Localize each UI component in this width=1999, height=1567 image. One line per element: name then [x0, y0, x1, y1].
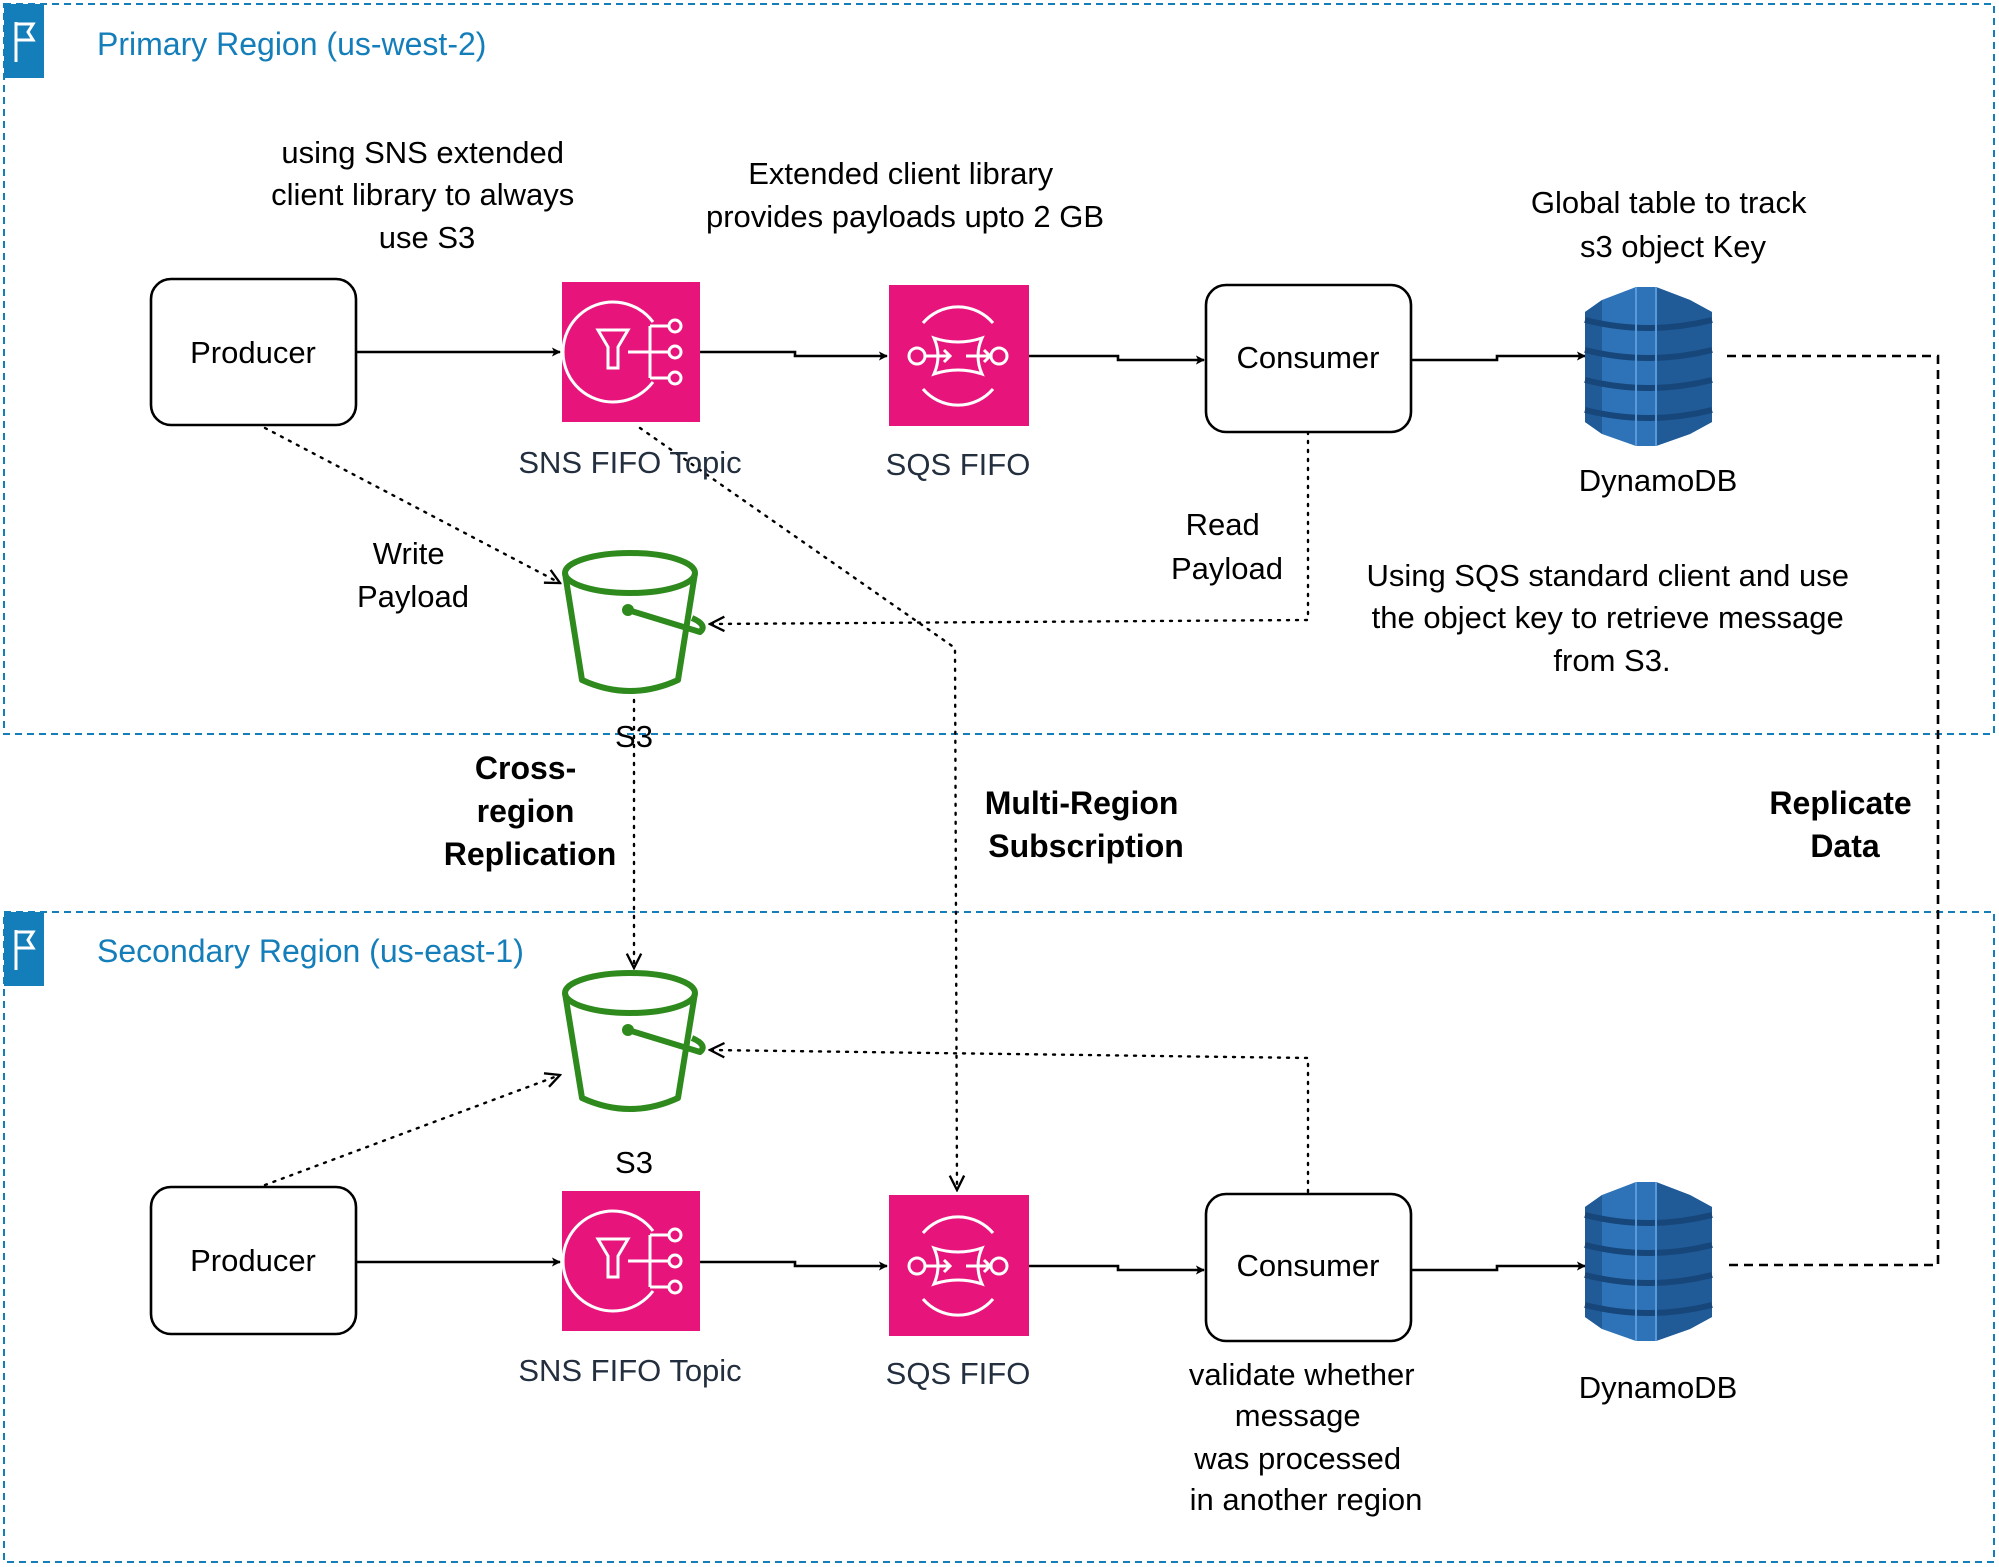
- extended-client-payload-note: Extended client library provides payload…: [706, 156, 1104, 234]
- write-payload-label: Write Payload: [357, 536, 469, 614]
- sns-topic-label: SNS FIFO Topic: [518, 1353, 741, 1388]
- s3-label: S3: [615, 719, 653, 754]
- sns-topic-icon: [561, 282, 700, 422]
- sqs-to-consumer-arrow: [1029, 354, 1205, 365]
- multi-region-subscription-connector: [638, 426, 957, 1190]
- secondary-consumer[interactable]: Consumer: [1204, 1192, 1413, 1343]
- producer-label: Producer: [190, 1243, 316, 1278]
- dynamodb-icon: [1584, 287, 1713, 446]
- secondary-sns-topic[interactable]: SNS FIFO Topic: [518, 1191, 742, 1388]
- s3-bucket-icon: [562, 550, 706, 694]
- global-table-note: Global table to track s3 object Key: [1531, 185, 1815, 264]
- s3-label: S3: [615, 1145, 653, 1180]
- sns-to-sqs-arrow: [700, 350, 888, 361]
- consumer-to-dynamodb-arrow: [1411, 351, 1586, 362]
- secondary-dynamodb[interactable]: DynamoDB: [1579, 1182, 1738, 1405]
- secondary-sqs-queue[interactable]: SQS FIFO: [886, 1195, 1031, 1391]
- secondary-connectors: [263, 1050, 1586, 1275]
- dynamodb-label: DynamoDB: [1579, 463, 1738, 498]
- sqs-queue-label: SQS FIFO: [886, 1356, 1031, 1391]
- read-payload-label: Read Payload: [1171, 507, 1283, 586]
- sqs-queue-icon: [889, 1195, 1029, 1336]
- multi-region-subscription-label: Multi-Region Subscription: [985, 785, 1188, 864]
- sqs-queue-icon: [889, 285, 1029, 426]
- region-flag-icon: [4, 4, 44, 78]
- secondary-region: Secondary Region (us-east-1): [3, 911, 1995, 1563]
- primary-region: Primary Region (us-west-2): [3, 3, 1995, 735]
- cross-region-replication-label: Cross- region Replication: [444, 750, 616, 872]
- sqs-to-consumer-arrow: [1029, 1264, 1205, 1275]
- primary-dynamodb[interactable]: DynamoDB: [1579, 287, 1738, 498]
- read-payload-connector: [710, 430, 1310, 624]
- consumer-to-s3-connector: [710, 1050, 1310, 1194]
- s3-bucket-icon: [562, 970, 706, 1112]
- region-flag-icon: [4, 912, 44, 986]
- primary-connectors: [263, 347, 1940, 1267]
- write-payload-connector: [263, 426, 560, 583]
- primary-region-title: Primary Region (us-west-2): [97, 26, 486, 62]
- primary-sns-topic[interactable]: SNS FIFO Topic: [518, 282, 742, 480]
- dynamodb-icon: [1584, 1182, 1713, 1341]
- secondary-region-title: Secondary Region (us-east-1): [97, 933, 524, 969]
- sqs-queue-label: SQS FIFO: [886, 447, 1031, 482]
- secondary-s3-bucket[interactable]: S3: [562, 970, 706, 1180]
- dynamodb-label: DynamoDB: [1579, 1370, 1738, 1405]
- sqs-standard-client-note: Using SQS standard client and use the ob…: [1366, 558, 1857, 678]
- producer-label: Producer: [190, 335, 316, 370]
- secondary-producer[interactable]: Producer: [149, 1185, 358, 1336]
- primary-consumer[interactable]: Consumer: [1204, 283, 1413, 434]
- producer-to-s3-connector: [263, 1075, 560, 1187]
- primary-producer[interactable]: Producer: [149, 277, 358, 427]
- primary-sqs-queue[interactable]: SQS FIFO: [886, 285, 1031, 482]
- sns-extended-client-note: using SNS extended client library to alw…: [271, 135, 583, 255]
- sns-topic-icon: [561, 1191, 700, 1331]
- primary-s3-bucket[interactable]: S3: [562, 550, 706, 754]
- sns-topic-label: SNS FIFO Topic: [518, 445, 741, 480]
- validate-processing-note: validate whether message was processed i…: [1189, 1357, 1423, 1517]
- consumer-label: Consumer: [1237, 340, 1380, 375]
- replicate-data-label: Replicate Data: [1769, 785, 1920, 864]
- sns-to-sqs-arrow: [700, 1260, 888, 1271]
- consumer-label: Consumer: [1237, 1248, 1380, 1283]
- consumer-to-dynamodb-arrow: [1411, 1261, 1586, 1272]
- replicate-data-connector: [1727, 354, 1940, 1267]
